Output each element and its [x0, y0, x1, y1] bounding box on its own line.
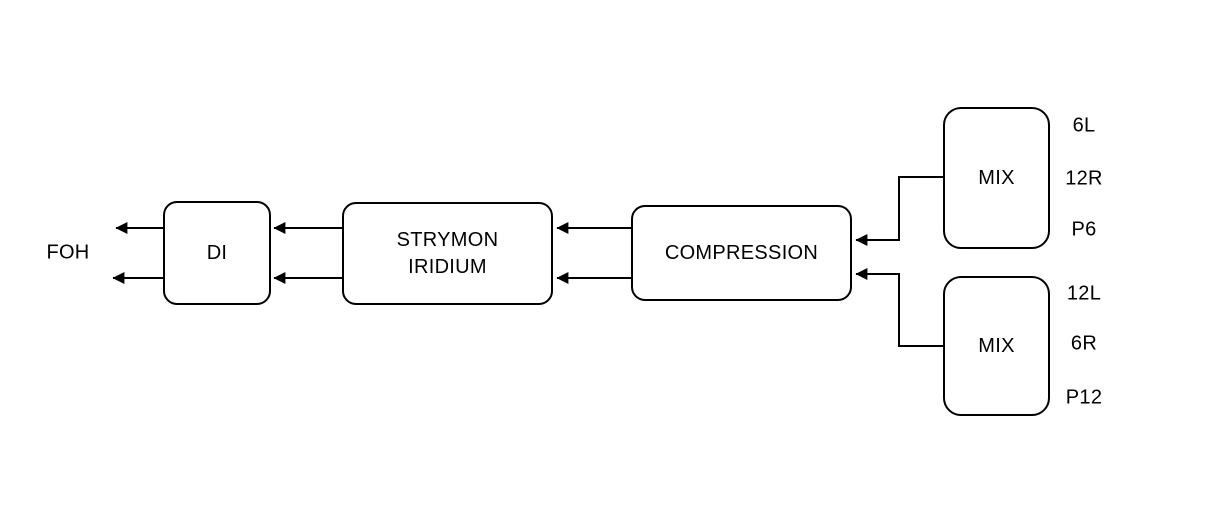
- arrow-mix-top-to-compression: [855, 176, 943, 246]
- port-label-p12: P12: [1065, 386, 1103, 409]
- node-mix-bottom-label: MIX: [978, 334, 1015, 357]
- node-mix-bottom: MIX: [943, 276, 1050, 416]
- node-compression-label: COMPRESSION: [664, 241, 819, 264]
- node-strymon-iridium: STRYMON IRIDIUM: [342, 202, 553, 305]
- foh-label: FOH: [46, 241, 90, 264]
- node-mix-top-label: MIX: [978, 166, 1015, 189]
- port-label-6l: 6L: [1072, 114, 1096, 137]
- port-label-6r: 6R: [1070, 332, 1098, 355]
- arrow-mix-bottom-to-compression: [855, 268, 943, 347]
- port-label-12r: 12R: [1065, 167, 1103, 190]
- node-di-label: DI: [206, 241, 228, 264]
- port-label-12l: 12L: [1066, 282, 1102, 305]
- port-label-p6: P6: [1071, 218, 1097, 241]
- node-di: DI: [163, 201, 271, 305]
- node-strymon-iridium-label: STRYMON IRIDIUM: [396, 228, 499, 278]
- node-compression: COMPRESSION: [631, 205, 852, 301]
- node-mix-top: MIX: [943, 107, 1050, 249]
